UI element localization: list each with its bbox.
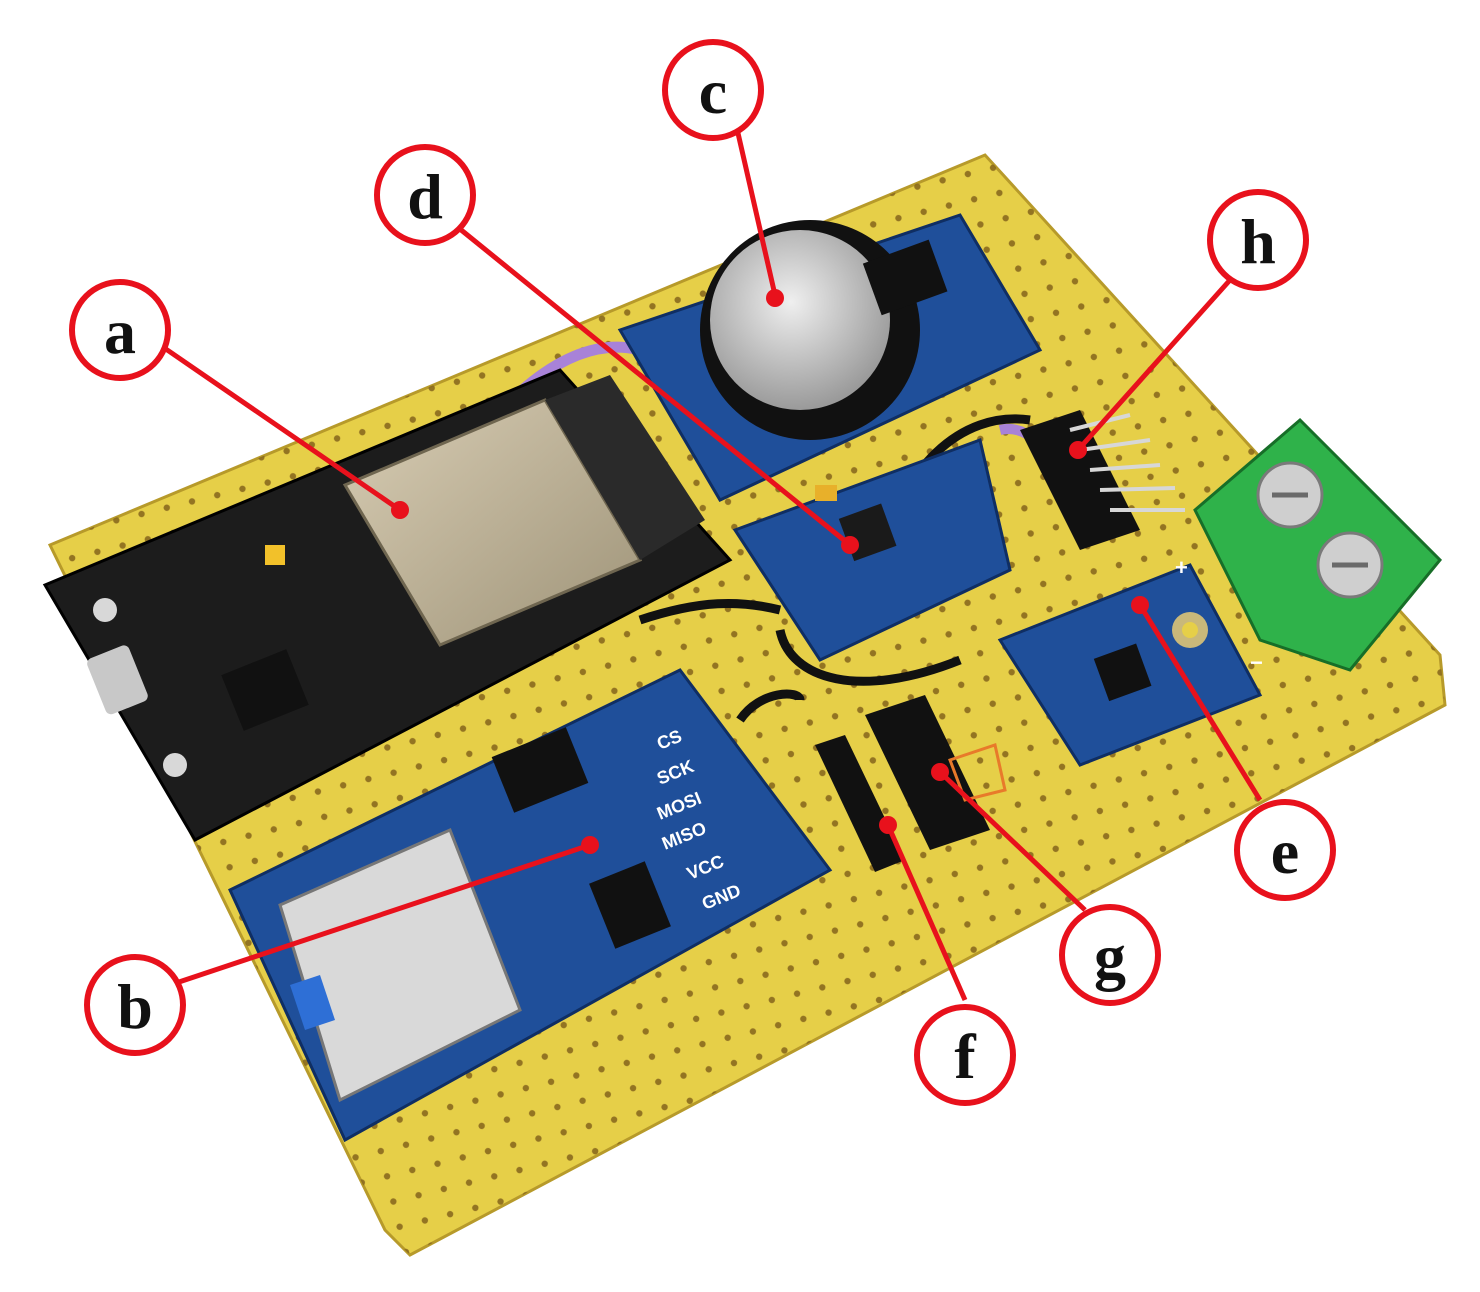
callout-lines xyxy=(158,119,1263,1002)
callout-dots xyxy=(391,289,1149,854)
callout-label-h: h xyxy=(1240,206,1276,277)
callout-line-d xyxy=(453,223,852,547)
callout-line-f xyxy=(885,823,968,1002)
callout-line-c xyxy=(732,119,778,296)
callout-line-b xyxy=(169,842,591,988)
plus-marking: + xyxy=(1175,555,1188,580)
pin-header-g xyxy=(865,695,1007,850)
sd-module: CS SCK MOSI MISO VCC GND xyxy=(228,668,833,1143)
callout-h: h xyxy=(1207,189,1309,291)
callout-line-g xyxy=(938,770,1087,912)
callout-line-e xyxy=(1137,603,1263,802)
callout-label-g: g xyxy=(1094,921,1126,992)
thermocouple-module: + − xyxy=(997,555,1263,767)
callout-label-c: c xyxy=(699,56,727,127)
callout-label-d: d xyxy=(407,161,443,232)
callout-label-e: e xyxy=(1271,816,1299,887)
callout-d: d xyxy=(374,144,476,246)
esp32-board xyxy=(42,368,733,842)
callout-label-a: a xyxy=(104,296,136,367)
callout-label-b: b xyxy=(117,971,153,1042)
callout-b: b xyxy=(84,954,186,1056)
callout-a: a xyxy=(69,279,171,381)
callout-e: e xyxy=(1234,799,1336,901)
callout-c: c xyxy=(662,39,764,141)
callout-line-h xyxy=(1076,278,1232,452)
callout-f: f xyxy=(914,1004,1016,1106)
screw-terminal xyxy=(1193,417,1443,672)
callout-label-f: f xyxy=(954,1021,976,1092)
minus-marking: − xyxy=(1250,650,1263,675)
rtc-module xyxy=(617,213,1043,502)
callout-line-a xyxy=(158,342,402,513)
pin-header-h xyxy=(1020,410,1185,550)
callout-g: g xyxy=(1059,904,1161,1006)
pin-header-f xyxy=(815,735,905,872)
